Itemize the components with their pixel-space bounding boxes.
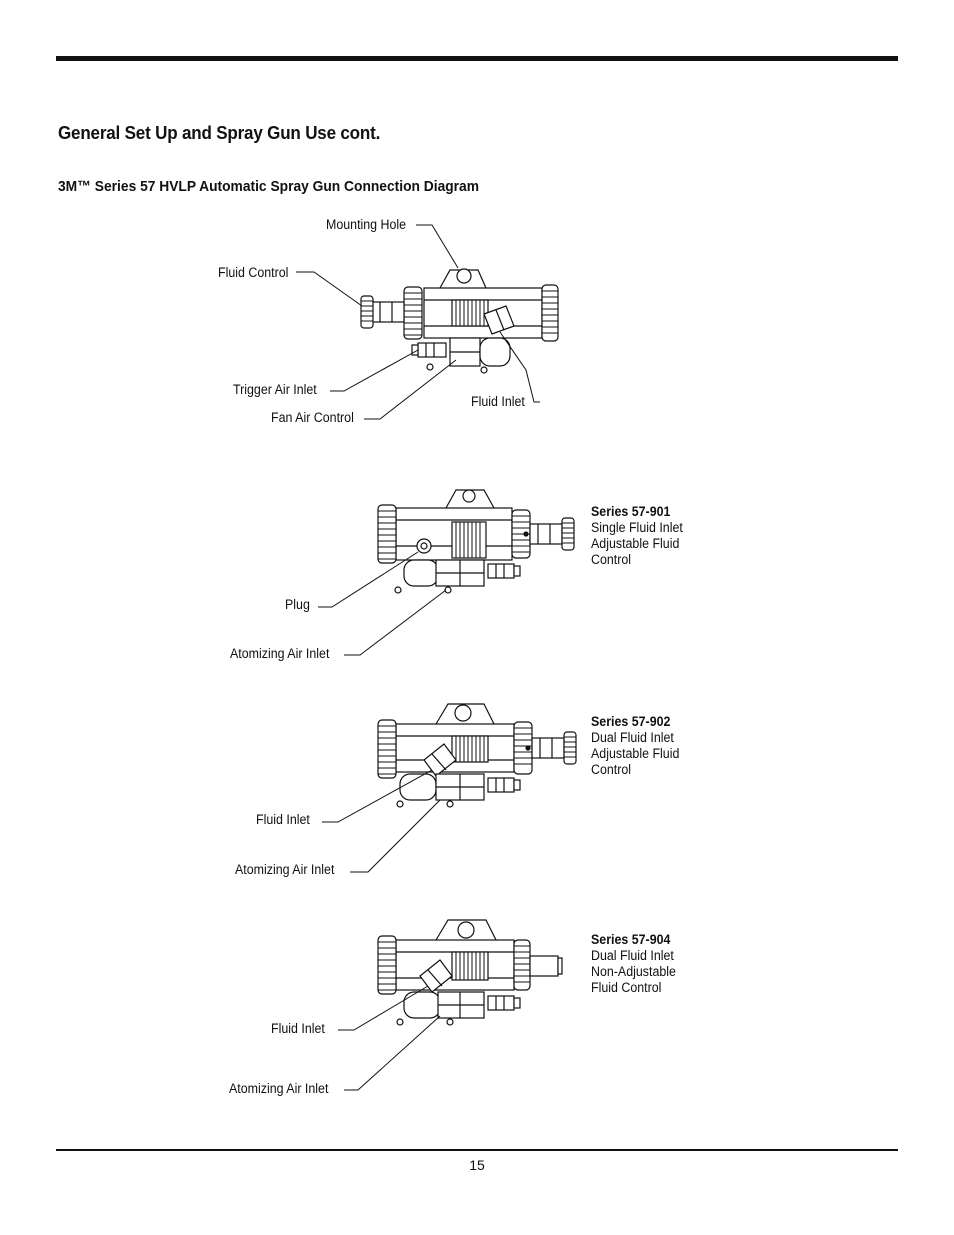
series-desc-line: Single Fluid Inlet xyxy=(591,520,683,535)
series-name: Series 57-904 xyxy=(591,932,671,947)
section-title: General Set Up and Spray Gun Use cont. xyxy=(58,122,381,143)
series-name: Series 57-902 xyxy=(591,714,671,729)
gun-57-902-drawing xyxy=(377,703,577,808)
label-mounting-hole: Mounting Hole xyxy=(326,217,407,232)
series-desc-line: Adjustable Fluid xyxy=(591,746,680,761)
series-desc-line: Adjustable Fluid xyxy=(591,536,680,551)
label-plug: Plug xyxy=(285,597,310,612)
main-gun-leaders xyxy=(296,224,540,420)
label-fluid-control: Fluid Control xyxy=(218,265,289,280)
series-desc-line: Dual Fluid Inlet xyxy=(591,948,674,963)
gun-57-902-leaders xyxy=(322,769,441,873)
label-fluid-inlet: Fluid Inlet xyxy=(271,1021,325,1036)
page-number: 15 xyxy=(469,1157,485,1173)
label-fluid-inlet: Fluid Inlet xyxy=(256,812,310,827)
gun-57-901-leaders xyxy=(318,551,447,656)
series-name: Series 57-901 xyxy=(591,504,671,519)
series-desc-line: Non-Adjustable xyxy=(591,964,676,979)
gun-57-904-leaders xyxy=(338,985,441,1091)
series-desc-line: Dual Fluid Inlet xyxy=(591,730,674,745)
series-57-902-caption: Series 57-902 Dual Fluid Inlet Adjustabl… xyxy=(591,714,679,778)
bottom-rule xyxy=(56,1149,898,1151)
label-atomizing-air-inlet: Atomizing Air Inlet xyxy=(230,646,330,661)
gun-57-901-drawing xyxy=(377,489,575,594)
gun-57-904-drawing xyxy=(377,919,563,1026)
label-fluid-inlet: Fluid Inlet xyxy=(471,394,525,409)
top-rule xyxy=(56,56,898,61)
series-57-901-caption: Series 57-901 Single Fluid Inlet Adjusta… xyxy=(591,504,683,568)
label-atomizing-air-inlet: Atomizing Air Inlet xyxy=(235,862,335,877)
main-gun-drawing xyxy=(360,268,559,374)
label-trigger-air-inlet: Trigger Air Inlet xyxy=(233,382,317,397)
label-fan-air-control: Fan Air Control xyxy=(271,410,354,425)
series-desc-line: Fluid Control xyxy=(591,980,662,995)
series-desc-line: Control xyxy=(591,762,632,777)
series-desc-line: Control xyxy=(591,552,632,567)
label-atomizing-air-inlet: Atomizing Air Inlet xyxy=(229,1081,329,1096)
series-57-904-caption: Series 57-904 Dual Fluid Inlet Non-Adjus… xyxy=(591,932,676,996)
diagram-title: 3M™ Series 57 HVLP Automatic Spray Gun C… xyxy=(58,178,480,195)
